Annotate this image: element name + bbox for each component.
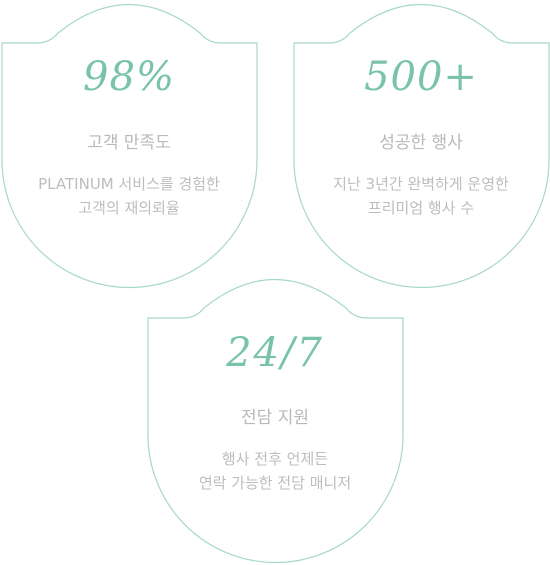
stat-title: 고객 만족도 [87,133,171,153]
stat-card-satisfaction: 98% 고객 만족도 PLATINUM 서비스를 경험한 고객의 재의뢰율 [0,0,258,290]
stat-value: 98% [83,54,175,100]
stat-description-line: 프리미엄 행사 수 [367,199,475,217]
stat-description-line: 행사 전후 언제든 [221,450,329,468]
stat-description: PLATINUM 서비스를 경험한 고객의 재의뢰율 [10,172,248,220]
stat-description-line: 고객의 재의뢰율 [78,199,180,217]
stat-value: 24/7 [226,330,324,376]
card-frame-2 [293,4,550,289]
stat-description-line: PLATINUM 서비스를 경험한 [38,175,220,193]
card-frame-1 [1,4,258,289]
stat-description-line: 연락 가능한 전담 매니저 [198,474,352,492]
stat-value: 500+ [364,54,478,100]
stat-title: 전담 지원 [241,408,309,428]
stat-title: 성공한 행사 [379,133,463,153]
stat-description-line: 지난 3년간 완벽하게 운영한 [333,175,509,193]
stat-card-events: 500+ 성공한 행사 지난 3년간 완벽하게 운영한 프리미엄 행사 수 [292,0,550,290]
card-frame-3 [147,279,404,563]
stat-card-support: 24/7 전담 지원 행사 전후 언제든 연락 가능한 전담 매니저 [146,275,404,565]
stat-description: 행사 전후 언제든 연락 가능한 전담 매니저 [156,447,394,495]
stat-description: 지난 3년간 완벽하게 운영한 프리미엄 행사 수 [302,172,540,220]
